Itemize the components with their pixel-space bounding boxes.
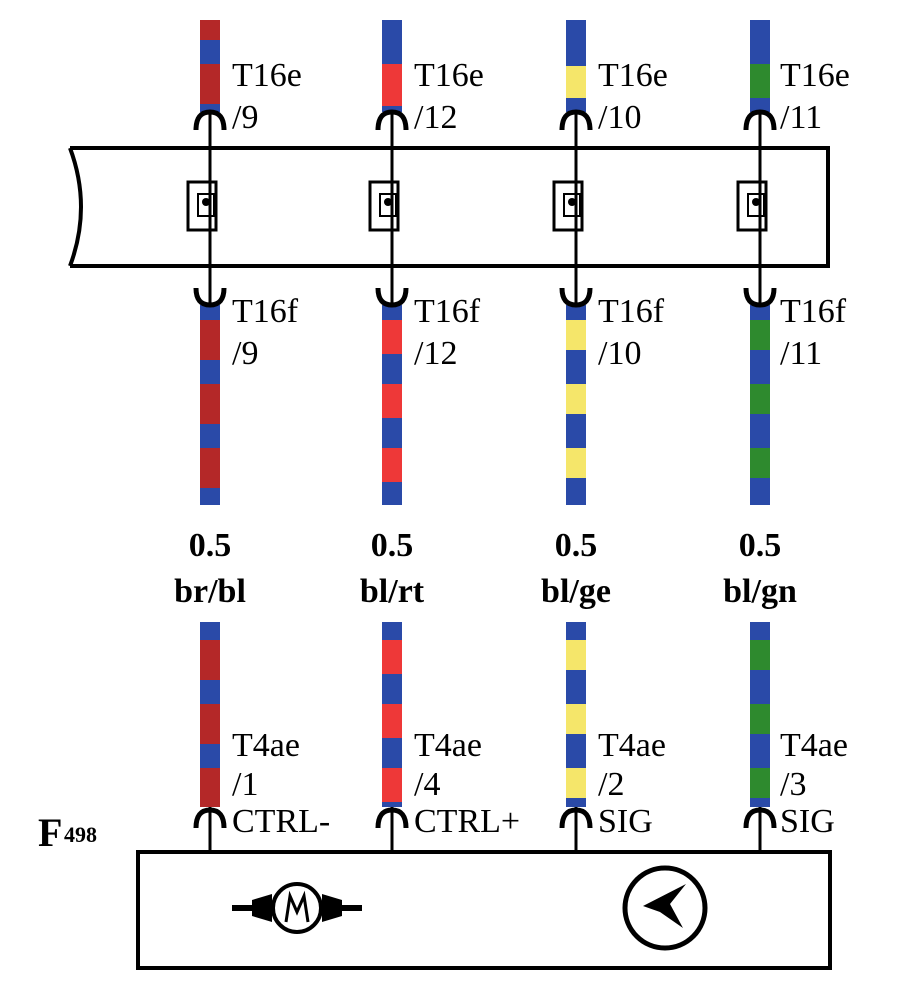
wire-color-code: bl/ge xyxy=(541,573,611,610)
upper-pin-number: /12 xyxy=(414,99,457,136)
speed-sensor-icon xyxy=(622,865,708,951)
lower-pin-label: T4ae xyxy=(598,727,666,764)
connector-pin-2 xyxy=(368,109,409,308)
terminal-1 xyxy=(193,807,227,852)
component-letter: F xyxy=(38,810,62,855)
wire-segment-lower xyxy=(382,622,402,807)
component-label: F 498 xyxy=(38,810,97,855)
component-box xyxy=(136,850,832,970)
wire-stripe xyxy=(566,66,586,98)
wire-size: 0.5 xyxy=(371,527,414,564)
lower-pin-number: /1 xyxy=(232,766,258,803)
wire-segment-middle xyxy=(750,305,770,505)
wire-stripe xyxy=(382,64,402,106)
connector-symbols xyxy=(186,109,777,308)
lower-pin-number: /4 xyxy=(414,766,440,803)
lower-pin-number: /2 xyxy=(598,766,624,803)
wire-color-code: bl/gn xyxy=(723,573,797,610)
connector-pin-1 xyxy=(186,109,227,308)
lower-pin-label: T4ae xyxy=(414,727,482,764)
lower-pin-label: T4ae xyxy=(232,727,300,764)
wire-segment-upper xyxy=(200,20,220,112)
wire-column-4: T16e /11 T16f /11 0.5 bl/gn T4ae /3 SIG xyxy=(723,20,850,840)
wire-size: 0.5 xyxy=(189,527,232,564)
terminal-3 xyxy=(559,807,593,852)
wire-column-1: T16e /9 T16f /9 0.5 br/bl T4ae /1 CTRL- xyxy=(174,20,330,840)
signal-label: CTRL+ xyxy=(414,803,520,840)
motor-icon xyxy=(232,882,362,934)
lower-pin-number: /3 xyxy=(780,766,806,803)
connector-housing-outline xyxy=(68,146,830,268)
middle-pin-number: /11 xyxy=(780,335,822,372)
wire-stripe xyxy=(750,64,770,98)
middle-pin-number: /10 xyxy=(598,335,641,372)
connector-pin-3 xyxy=(552,109,593,308)
wire-segment-lower xyxy=(566,622,586,807)
wire-color-code: br/bl xyxy=(174,573,246,610)
middle-pin-label: T16f xyxy=(414,293,481,330)
middle-pin-label: T16f xyxy=(780,293,847,330)
middle-pin-number: /12 xyxy=(414,335,457,372)
upper-pin-label: T16e xyxy=(598,57,668,94)
wire-segment-middle xyxy=(382,305,402,505)
middle-pin-number: /9 xyxy=(232,335,258,372)
signal-label: SIG xyxy=(598,803,653,840)
upper-pin-number: /11 xyxy=(780,99,822,136)
wire-segment-lower xyxy=(750,622,770,807)
component-terminals xyxy=(193,807,777,852)
wire-segment-middle xyxy=(566,305,586,505)
connector-housing xyxy=(68,146,830,268)
wire-color-code: bl/rt xyxy=(360,573,425,610)
wire-column-3: T16e /10 T16f /10 0.5 bl/ge T4ae /2 SIG xyxy=(541,20,668,840)
wire-size: 0.5 xyxy=(739,527,782,564)
upper-pin-label: T16e xyxy=(414,57,484,94)
upper-pin-label: T16e xyxy=(232,57,302,94)
terminal-4 xyxy=(743,807,777,852)
upper-pin-label: T16e xyxy=(780,57,850,94)
connector-pin-4 xyxy=(736,109,777,308)
wire-segment-lower xyxy=(200,622,220,807)
signal-label: SIG xyxy=(780,803,835,840)
component-number: 498 xyxy=(64,822,97,847)
terminal-2 xyxy=(375,807,409,852)
wire-segment-middle xyxy=(200,305,220,505)
lower-pin-label: T4ae xyxy=(780,727,848,764)
upper-pin-number: /9 xyxy=(232,99,258,136)
wire-size: 0.5 xyxy=(555,527,598,564)
signal-label: CTRL- xyxy=(232,803,330,840)
middle-pin-label: T16f xyxy=(598,293,665,330)
middle-pin-label: T16f xyxy=(232,293,299,330)
upper-pin-number: /10 xyxy=(598,99,641,136)
wire-column-2: T16e /12 T16f /12 0.5 bl/rt T4ae /4 CTRL… xyxy=(360,20,520,840)
